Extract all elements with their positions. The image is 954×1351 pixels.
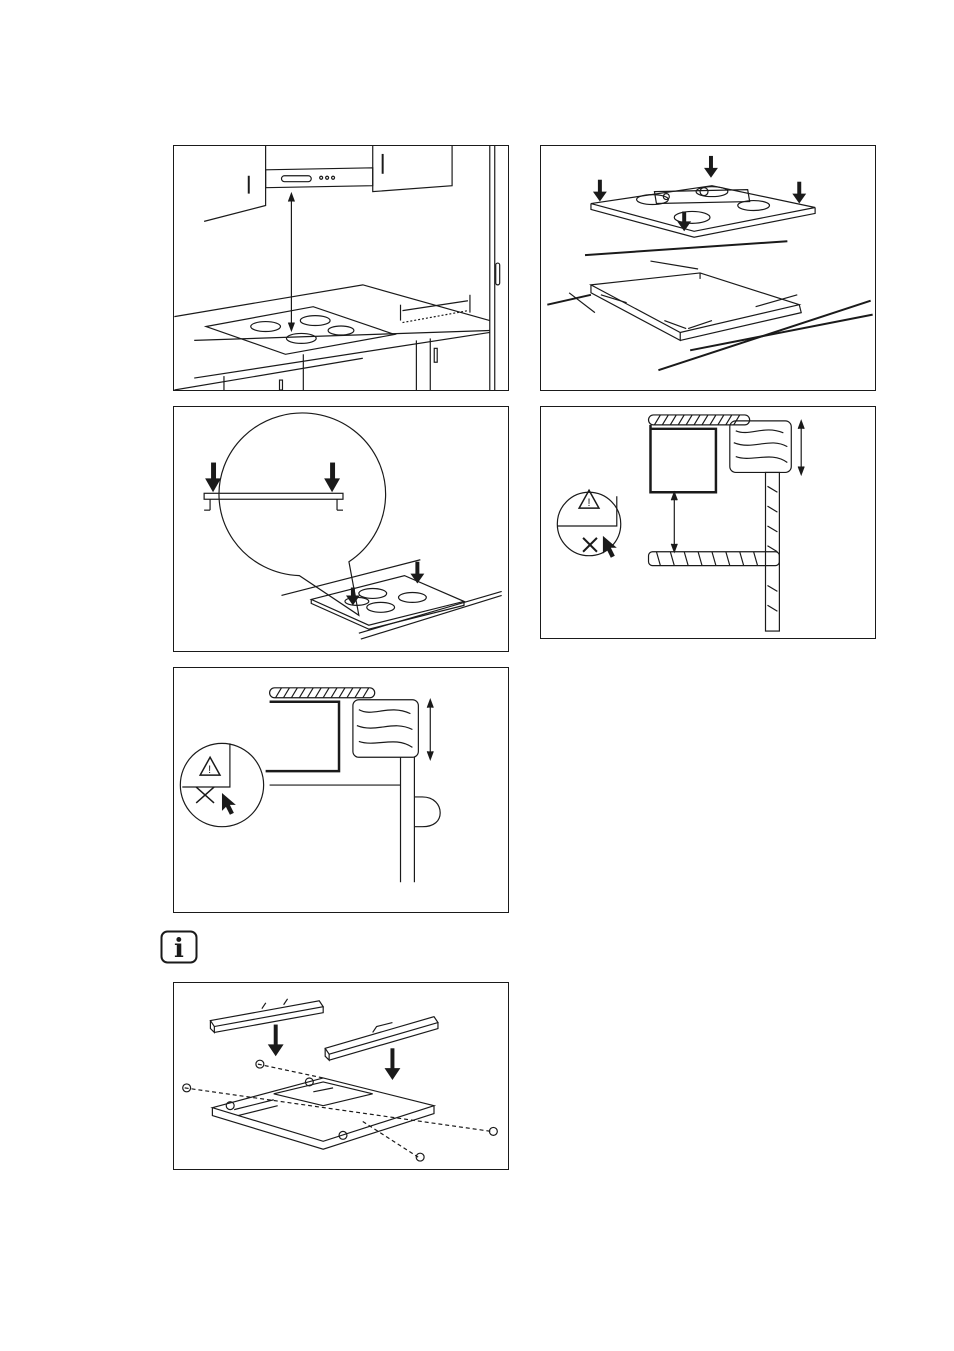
figure-brackets-assembly	[173, 982, 509, 1170]
hob-sealing-frame-icon	[541, 146, 875, 390]
worktop-section-warning-icon: !	[541, 407, 875, 638]
figure-hob-press-detail	[173, 406, 509, 652]
hob-under-hood-icon	[174, 146, 508, 390]
info-glyph: i	[174, 934, 184, 964]
drawer-clearance-warning-icon: !	[174, 668, 508, 912]
figure-hob-sealing-frame	[540, 145, 876, 391]
brackets-assembly-icon	[174, 983, 508, 1169]
info-icon: i	[160, 930, 198, 964]
svg-text:!: !	[208, 764, 211, 776]
figure-hob-under-hood	[173, 145, 509, 391]
figure-drawer-clearance: !	[173, 667, 509, 913]
hob-press-detail-icon	[174, 407, 508, 651]
figure-worktop-section: !	[540, 406, 876, 639]
svg-text:!: !	[588, 497, 591, 509]
